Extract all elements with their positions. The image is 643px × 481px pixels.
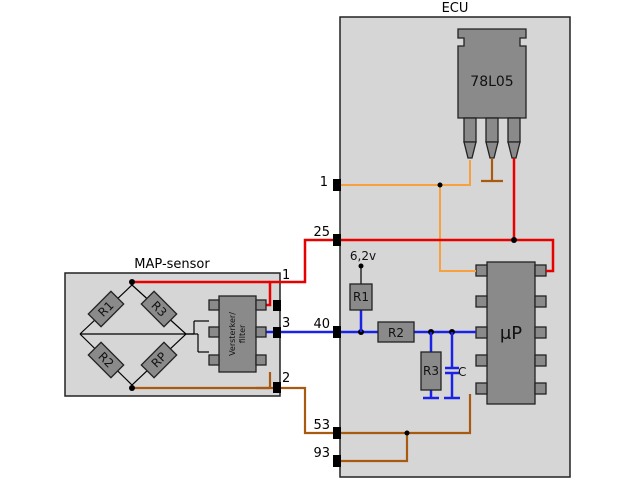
wire-gnd-micro xyxy=(341,394,472,435)
sensor-pin-3-label: 3 xyxy=(282,316,290,331)
sensor-pin-2 xyxy=(273,382,281,393)
ecu-resistor-r2 xyxy=(377,321,415,343)
wire-5v-bus xyxy=(341,238,555,273)
ecu-resistor-r1 xyxy=(349,283,373,311)
ecu-pin-53-label: 53 xyxy=(313,418,330,433)
sensor-pin-1-label: 1 xyxy=(282,268,290,283)
amplifier-label-1: Versterker/ xyxy=(228,312,237,356)
ecu-box xyxy=(339,16,571,478)
voltage-regulator: 78L05 xyxy=(457,28,527,159)
ecu-resistor-r3 xyxy=(420,351,442,391)
ecu-pin-1 xyxy=(333,179,341,191)
micro-label: μP xyxy=(500,323,522,344)
sensor-pin-2-label: 2 xyxy=(282,371,290,386)
ecu-pin-1-label: 1 xyxy=(320,175,328,190)
amplifier-label-2: filter xyxy=(238,324,247,343)
ecu-pin-53 xyxy=(333,427,341,439)
ecu-r1-label: R1 xyxy=(353,290,369,304)
zener-label: 6,2v xyxy=(350,249,376,263)
ecu-r2-label: R2 xyxy=(388,326,404,340)
microcontroller: μP xyxy=(475,261,547,405)
wire-regulator-micro xyxy=(439,185,476,272)
amplifier-filter: Versterker/ filter xyxy=(208,295,267,373)
wire-5v-sensor xyxy=(256,238,333,307)
ecu-pin-93 xyxy=(333,455,341,467)
ecu-pin-25-label: 25 xyxy=(313,225,330,240)
ecu-r3-label: R3 xyxy=(423,364,439,378)
wire-pin1-regulator xyxy=(341,160,471,186)
ecu-pin-40 xyxy=(333,326,341,338)
bridge: R1 R3 R2 RP xyxy=(79,282,209,388)
sensor-pin-3 xyxy=(273,327,281,338)
sensor-title: MAP-sensor xyxy=(134,257,210,272)
ecu-pin-93-label: 93 xyxy=(313,446,330,461)
ecu-title: ECU xyxy=(442,1,469,16)
ecu-cap-label: C xyxy=(458,365,466,379)
sensor-pin-1 xyxy=(273,300,281,311)
regulator-label: 78L05 xyxy=(470,74,513,90)
ecu-pin-40-label: 40 xyxy=(313,317,330,332)
wire-gnd-93 xyxy=(341,433,409,463)
ecu-pin-25 xyxy=(333,234,341,246)
